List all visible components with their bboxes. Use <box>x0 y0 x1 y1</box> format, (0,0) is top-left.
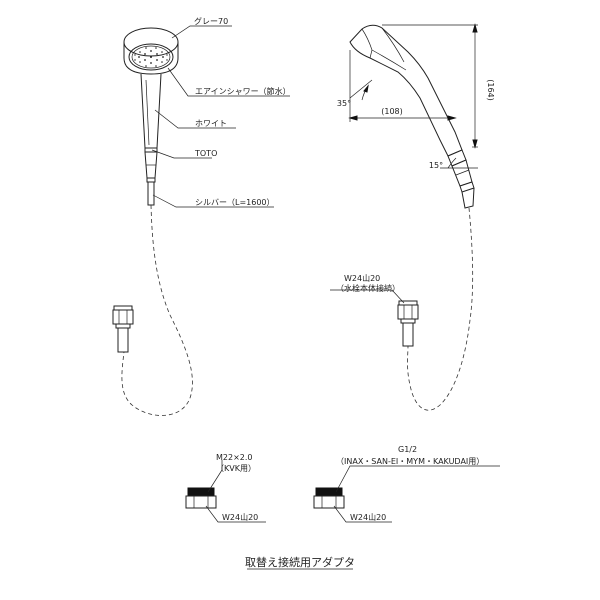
side-view-shower <box>348 23 478 209</box>
label-thread-adapter-left: W24山20 <box>222 512 258 522</box>
front-view-shower <box>123 25 290 208</box>
label-kvk: （KVK用） <box>216 464 256 473</box>
label-thread-main: W24山20 <box>344 273 380 283</box>
right-hose-fitting <box>330 289 419 347</box>
label-m22: M22×2.0 <box>216 453 253 462</box>
right-hose <box>407 207 474 411</box>
label-g12: G1/2 <box>398 445 417 454</box>
label-shower-type: エアインシャワー（節水） <box>195 86 291 96</box>
spray-holes <box>134 47 168 67</box>
label-brand: TOTO <box>194 149 217 158</box>
label-white: ホワイト <box>195 119 227 128</box>
label-thread-adapter-right: W24山20 <box>350 512 386 522</box>
label-angle-bottom: 15° <box>429 161 443 170</box>
label-angle-top: 35° <box>337 99 351 108</box>
caption-adapter: 取替え接続用アダプタ <box>245 555 355 569</box>
adapter-kvk <box>185 460 266 523</box>
label-dim-height: (164) <box>486 79 495 101</box>
adapter-g12 <box>313 465 500 523</box>
left-hose <box>121 204 193 416</box>
label-g12-brands: （INAX・SAN-EI・MYM・KAKUDAI用） <box>336 457 484 466</box>
left-hose-fitting <box>112 305 134 353</box>
label-gray: グレー70 <box>194 16 228 26</box>
label-silver-hose: シルバー（L=1600） <box>195 198 275 207</box>
label-thread-main-note: （水栓本体接続） <box>336 283 400 293</box>
label-dim-width: (108) <box>381 107 403 116</box>
